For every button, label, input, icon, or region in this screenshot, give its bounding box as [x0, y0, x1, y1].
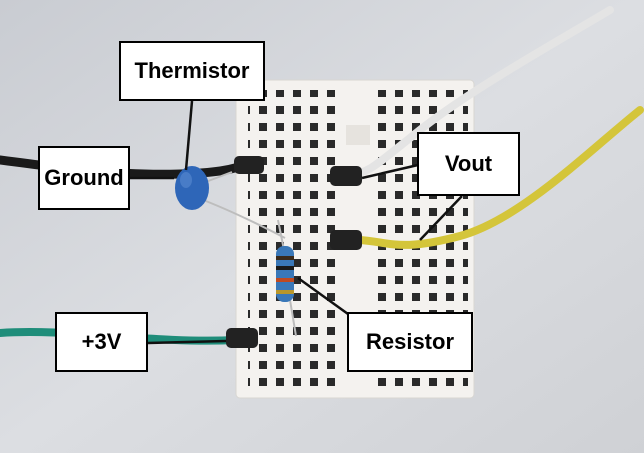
resistor-label: Resistor [347, 312, 473, 372]
breadboard-left-holes [248, 90, 344, 386]
resistor-component [276, 219, 297, 337]
white-wire [330, 6, 614, 186]
thermistor-component [175, 166, 286, 239]
yellow-wire [330, 106, 644, 250]
vout-label: Vout [417, 132, 520, 196]
thermistor-label: Thermistor [119, 41, 265, 101]
breadboard-center-channel [346, 125, 370, 145]
callout-lines [129, 100, 463, 345]
ground-label: Ground [38, 146, 130, 210]
plus3v-label: +3V [55, 312, 148, 372]
